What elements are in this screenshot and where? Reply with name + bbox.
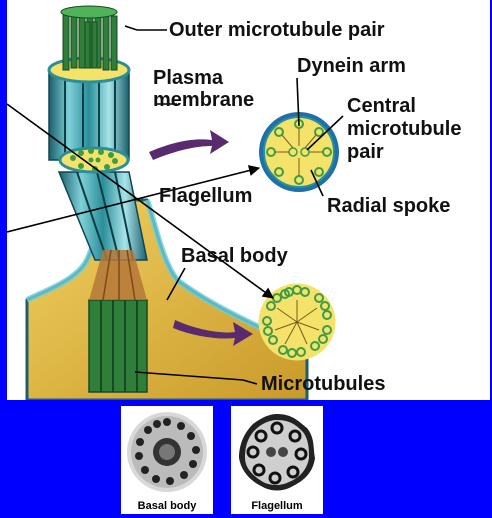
caption-flagellum: Flagellum xyxy=(231,500,323,512)
micrograph-flagellum: Flagellum xyxy=(231,406,323,514)
label-dynein-arm: Dynein arm xyxy=(297,55,406,77)
label-outer-microtubule-pair: Outer microtubule pair xyxy=(169,19,385,41)
microtubule-tips xyxy=(61,6,117,18)
arrow-to-flagellum-section xyxy=(149,130,229,160)
basal-body-micrograph-image xyxy=(123,408,211,496)
basal-body-tube xyxy=(89,300,147,392)
label-flagellum: Flagellum xyxy=(159,185,252,207)
label-plasma-line2: membrane xyxy=(153,89,254,111)
label-central-line3: pair xyxy=(347,141,384,163)
label-central-line2: microtubule xyxy=(347,118,461,140)
micrograph-basal-body: Basal body xyxy=(121,406,213,514)
flagellum-micrograph-image xyxy=(233,408,321,496)
label-central-line1: Central xyxy=(347,95,416,117)
diagram-panel: Outer microtubule pair Plasma membrane D… xyxy=(7,0,490,400)
label-radial-spoke: Radial spoke xyxy=(327,195,450,217)
label-basal-body: Basal body xyxy=(181,245,289,267)
caption-basal-body: Basal body xyxy=(121,500,213,512)
label-plasma-line1: Plasma xyxy=(153,67,224,89)
label-microtubules: Microtubules xyxy=(261,373,385,395)
flagellum-diagram: Outer microtubule pair Plasma membrane D… xyxy=(7,0,490,400)
